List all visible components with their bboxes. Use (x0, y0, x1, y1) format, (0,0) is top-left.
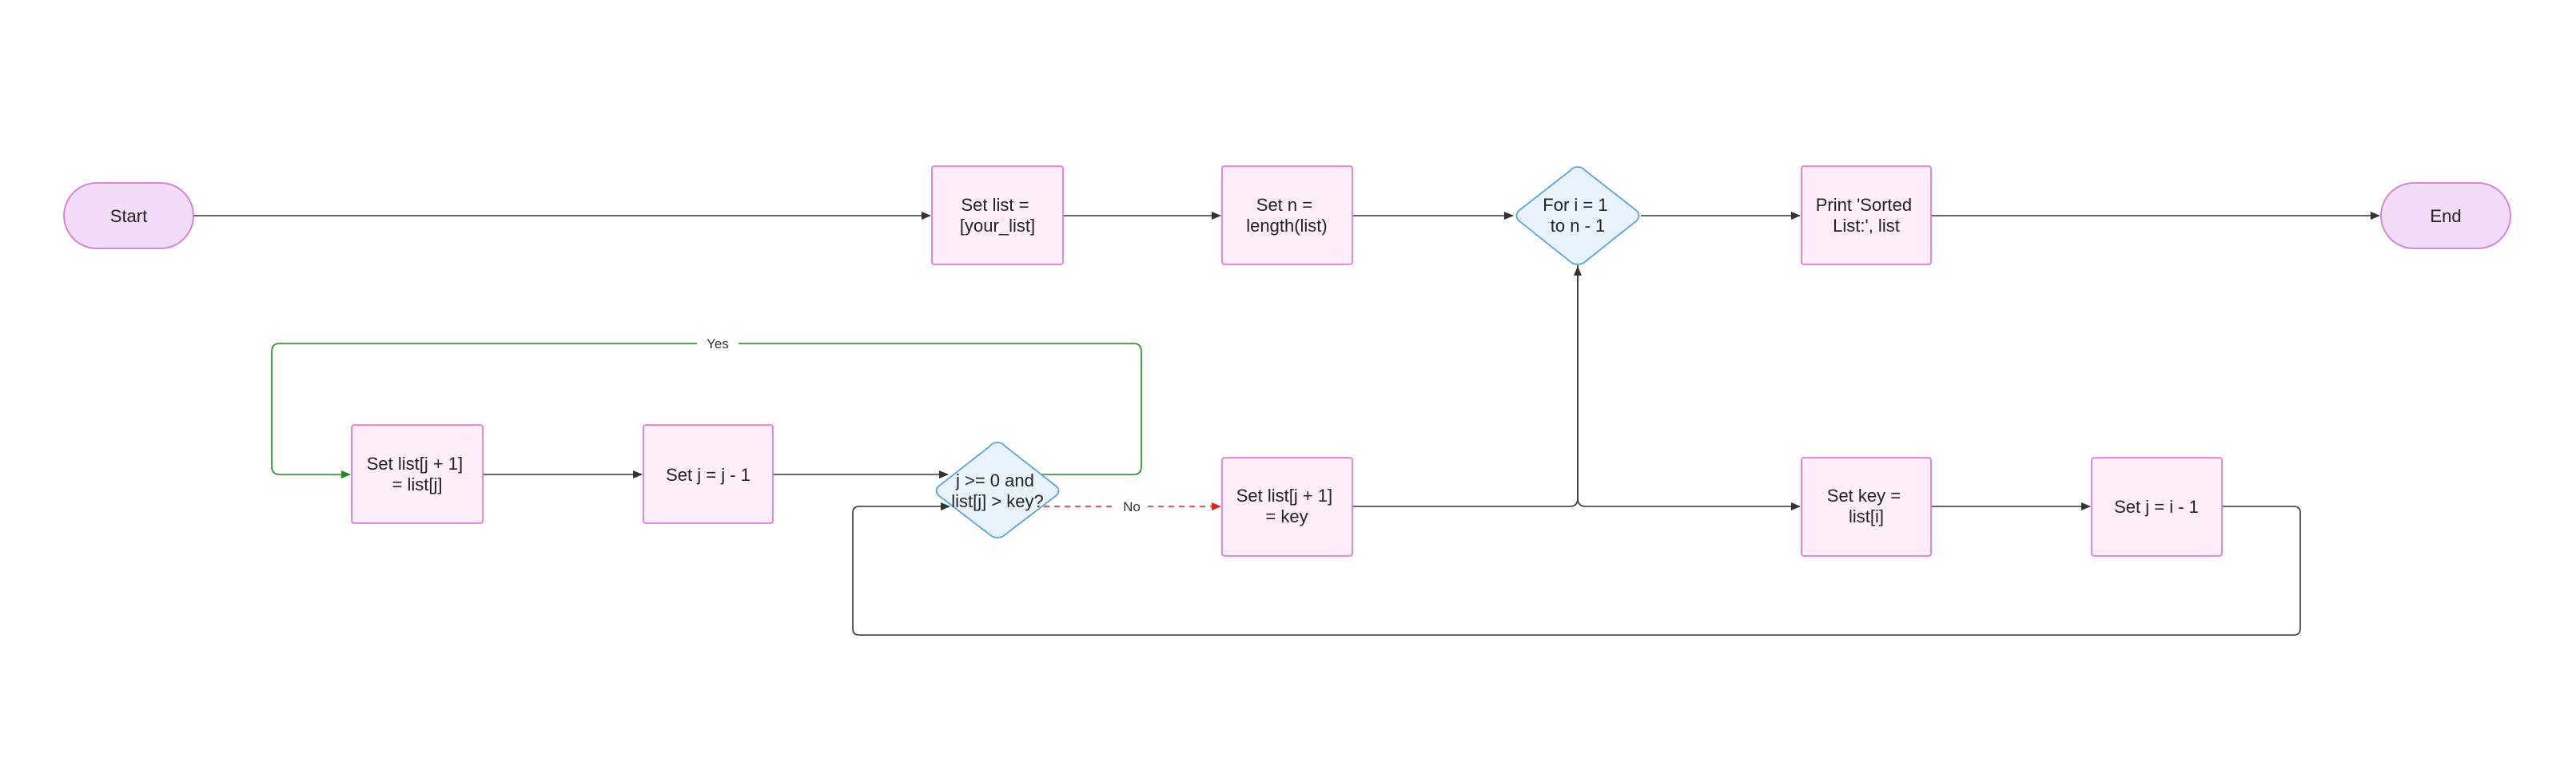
svg-text:End: End (2430, 206, 2461, 226)
start-node[interactable]: Start (63, 182, 194, 249)
svg-text:Set key = list[i]: Set key = list[i] (1827, 486, 1905, 526)
insert-key-node[interactable]: Set list[j + 1] = key (1221, 457, 1353, 557)
start-label: Start (110, 206, 147, 226)
end-label: End (2430, 206, 2461, 226)
set-n-line-1: Set n = (1256, 195, 1312, 215)
while-check-line-1: j >= 0 and (955, 470, 1034, 490)
svg-text:For i = 1 to n - 1: For i = 1 to n - 1 (1543, 195, 1612, 236)
set-key-node[interactable]: Set key = list[i] (1801, 457, 1932, 557)
shift-element-line-2: = list[j] (392, 474, 443, 494)
svg-text:Set j = i - 1: Set j = i - 1 (2114, 497, 2199, 517)
set-n-line-2: length(list) (1246, 216, 1327, 236)
while-check-line-2: list[j] > key? (951, 491, 1044, 511)
edge-label-yes: Yes (707, 336, 729, 351)
shift-element-node[interactable]: Set list[j + 1] = list[j] (351, 424, 484, 524)
insert-key-line-1: Set list[j + 1] (1236, 486, 1332, 506)
end-node[interactable]: End (2380, 182, 2511, 249)
svg-text:Set list[j + 1] = key: Set list[j + 1] = key (1236, 486, 1338, 526)
svg-text:Set list[j + 1] = list: Set list[j + 1] = list[j] (367, 454, 468, 494)
decrement-j-label: Set j = j - 1 (666, 465, 751, 485)
shift-element-line-1: Set list[j + 1] (367, 454, 463, 474)
insert-key-line-2: = key (1265, 506, 1308, 526)
set-n-node[interactable]: Set n = length(list) (1221, 165, 1353, 265)
print-sorted-node[interactable]: Print 'Sorted List:', list (1801, 165, 1932, 265)
svg-text:Print 'Sorted List:',: Print 'Sorted List:', list (1816, 195, 1917, 236)
set-j-node[interactable]: Set j = i - 1 (2091, 457, 2223, 557)
for-loop-line-2: to n - 1 (1551, 216, 1605, 236)
edge-label-no: No (1123, 499, 1141, 514)
set-list-line-1: Set list = (961, 195, 1029, 215)
edges (193, 212, 2380, 636)
svg-text:Set list = [your_list]: Set list = [your_list] (960, 195, 1035, 236)
decrement-j-node[interactable]: Set j = j - 1 (643, 424, 774, 524)
svg-text:Set j = j - 1: Set j = j - 1 (666, 465, 751, 485)
set-key-line-2: list[i] (1849, 506, 1884, 526)
set-list-line-2: [your_list] (960, 216, 1035, 236)
while-check-decision[interactable]: j >= 0 and list[j] > key? (935, 442, 1060, 538)
edge-insert-key-to-for-loop (1352, 266, 1582, 507)
set-j-label: Set j = i - 1 (2114, 497, 2199, 517)
for-loop-decision[interactable]: For i = 1 to n - 1 (1515, 166, 1640, 265)
set-key-line-1: Set key = (1827, 486, 1901, 506)
nodes: Start Set list = [your_list] Set n = len… (63, 165, 2511, 557)
print-sorted-line-2: List:', list (1833, 216, 1900, 236)
svg-text:j >= 0 and list[j] > k: j >= 0 and list[j] > key? (951, 470, 1044, 511)
edge-set-j-to-while-check (852, 502, 2301, 636)
print-sorted-line-1: Print 'Sorted (1816, 195, 1912, 215)
edge-labels: Yes No (697, 335, 1148, 515)
svg-text:Start: Start (110, 206, 147, 226)
for-loop-line-1: For i = 1 (1543, 195, 1607, 215)
edge-for-loop-to-set-key (1577, 265, 1801, 510)
svg-text:Set n = length(list): Set n = length(list) (1246, 195, 1327, 236)
set-list-node[interactable]: Set list = [your_list] (931, 165, 1064, 265)
